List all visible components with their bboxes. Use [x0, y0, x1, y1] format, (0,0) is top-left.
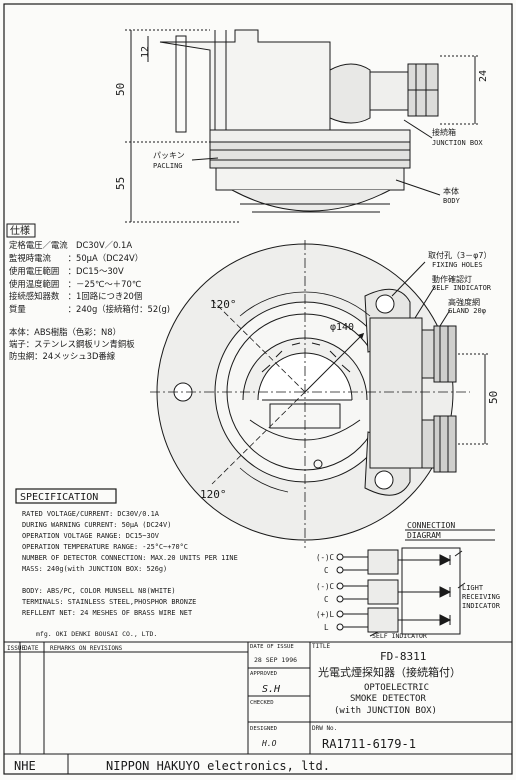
- title-block-grid: [4, 641, 512, 774]
- en-spec-row: OPERATION VOLTAGE RANGE: DC15~3OV: [22, 532, 159, 540]
- en-spec-heading: SPECIFICATION: [20, 492, 98, 503]
- en-spec-list: RATED VOLTAGE/CURRENT: DC30V/0.1A DURING…: [22, 510, 238, 617]
- jp-spec-row: 使用温度範囲 ：－25℃～＋70℃: [9, 279, 142, 289]
- label-indicator-en: SELF INDICATOR: [432, 284, 492, 292]
- dim-50-right: 50: [487, 391, 500, 404]
- en-spec-row: TERMINALS: STAINLESS STEEL,PHOSPHOR BRON…: [22, 598, 196, 606]
- jp-spec-row: 本体：ABS樹脂（色彩：N8）: [9, 327, 121, 337]
- terminal-label: L: [324, 623, 329, 632]
- label-body-jp: 本体: [443, 186, 459, 196]
- checked-label: CHECKED: [250, 700, 274, 706]
- label-junction-jp: 接続箱: [432, 127, 456, 137]
- terminal-label: (+)L: [316, 610, 335, 619]
- diagram-title-1: CONNECTION: [407, 521, 455, 530]
- title-en-3: (with JUNCTION BOX): [334, 706, 437, 716]
- label-gland-en: GLAND 20φ: [448, 307, 486, 315]
- title-jp: 光電式煙探知器（接続箱付）: [318, 665, 461, 679]
- side-view: [125, 29, 480, 223]
- manufacturer-note: mfg. OKI DENKI BOUSAI CO., LTD.: [36, 630, 157, 638]
- jp-spec-list: 定格電圧／電流 DC30V／0.1A 監視時電流 ：50μA（DC24V） 使用…: [9, 240, 170, 361]
- jp-spec-row: 接続感知器数 ：1回路につき20個: [9, 291, 142, 301]
- terminal-label: C: [324, 566, 329, 575]
- dim-24: 24: [478, 70, 489, 82]
- jp-spec-heading-box: [6, 223, 36, 238]
- terminal-labels: (-)C C (-)C C (+)L L: [316, 553, 335, 632]
- en-spec-heading-box: [15, 488, 117, 504]
- drawing-no-label: DRW No.: [312, 725, 337, 732]
- model-number: FD-8311: [380, 650, 426, 663]
- en-spec-row: REFLLENT NET: 24 MESHES OF BRASS WIRE NE…: [22, 609, 192, 617]
- dim-55: 55: [114, 177, 127, 190]
- receiving-label: RECEIVING: [462, 593, 500, 601]
- en-spec-row: NUMBER OF DETECTOR CONNECTION: MAX.20 UN…: [22, 554, 238, 562]
- col-issue: ISSUE: [7, 645, 25, 652]
- title-en-1: OPTOELECTRIC: [364, 683, 429, 693]
- designed-label: DESIGNED: [250, 726, 278, 732]
- en-spec-row: DURING WARNING CURRENT: 50μA (DC24V): [22, 521, 171, 529]
- angle-120-lower: 120°: [200, 488, 227, 501]
- label-packing-en: PACLING: [153, 162, 183, 170]
- indicator-label: INDICATOR: [462, 602, 501, 610]
- approved-signature: S.H: [262, 684, 281, 695]
- title-label: TITLE: [312, 643, 330, 650]
- en-spec-row: MASS: 240g(with JUNCTION BOX: 526g): [22, 565, 167, 573]
- drawing-number: RA1711-6179-1: [322, 737, 416, 751]
- terminal-label: C: [324, 595, 329, 604]
- label-fixing-en: FIXING HOLES: [432, 261, 483, 269]
- label-packing-jp: パッキン: [153, 151, 185, 160]
- company-name: NIPPON HAKUYO electronics, ltd.: [106, 759, 330, 773]
- diagram-title-2: DIAGRAM: [407, 531, 441, 540]
- jp-spec-row: 防虫網：24メッシュ3D番線: [9, 351, 116, 361]
- approved-label: APPROVED: [250, 671, 278, 677]
- en-spec-row: RATED VOLTAGE/CURRENT: DC30V/0.1A: [22, 510, 160, 518]
- label-indicator-jp: 動作確認灯: [432, 274, 472, 284]
- sheet-border: [3, 3, 513, 775]
- jp-spec-row: 定格電圧／電流 DC30V／0.1A: [9, 240, 132, 250]
- designed-signature: H.O: [261, 739, 277, 748]
- dim-phi140: φ140: [330, 322, 354, 333]
- label-fixing-jp: 取付孔（3－φ7）: [428, 250, 491, 260]
- light-label: LIGHT: [462, 584, 484, 592]
- en-spec-row: BODY: ABS/PC, COLOR MUNSELL N8(WHITE): [22, 587, 176, 595]
- plan-view: [150, 240, 490, 548]
- col-remarks: REMARKS ON REVISIONS: [50, 645, 123, 652]
- date-of-issue: 28 SEP 1996: [254, 656, 297, 664]
- angle-120-upper: 120°: [210, 298, 237, 311]
- terminal-label: (-)C: [316, 582, 334, 591]
- col-date: DATE: [24, 645, 39, 652]
- en-spec-row: OPERATION TEMPERATURE RANGE: -25°C~+70°C: [22, 543, 188, 551]
- company-abbr: NHE: [14, 759, 36, 773]
- title-en-2: SMOKE DETECTOR: [350, 694, 426, 704]
- date-of-issue-label: DATE OF ISSUE: [250, 644, 294, 650]
- terminal-label: (-)C: [316, 553, 334, 562]
- connection-diagram: [336, 529, 495, 637]
- jp-spec-row: 監視時電流 ：50μA（DC24V）: [9, 253, 143, 263]
- label-junction-en: JUNCTION BOX: [432, 139, 483, 147]
- jp-spec-row: 端子：ステンレス鋼板リン青銅板: [9, 339, 135, 349]
- jp-spec-row: 質量 ：240g（接続箱付：52(g): [9, 304, 170, 314]
- jp-spec-heading: 仕様: [10, 224, 30, 237]
- dim-50-top: 50: [114, 83, 127, 96]
- dim-12: 12: [140, 46, 151, 58]
- label-gland-jp: 高強度網: [448, 297, 480, 307]
- jp-spec-row: 使用電圧範囲 ：DC15～30V: [9, 266, 124, 276]
- label-body-en: BODY: [443, 197, 461, 205]
- self-indicator-label: SELF INDICATOR: [372, 632, 427, 640]
